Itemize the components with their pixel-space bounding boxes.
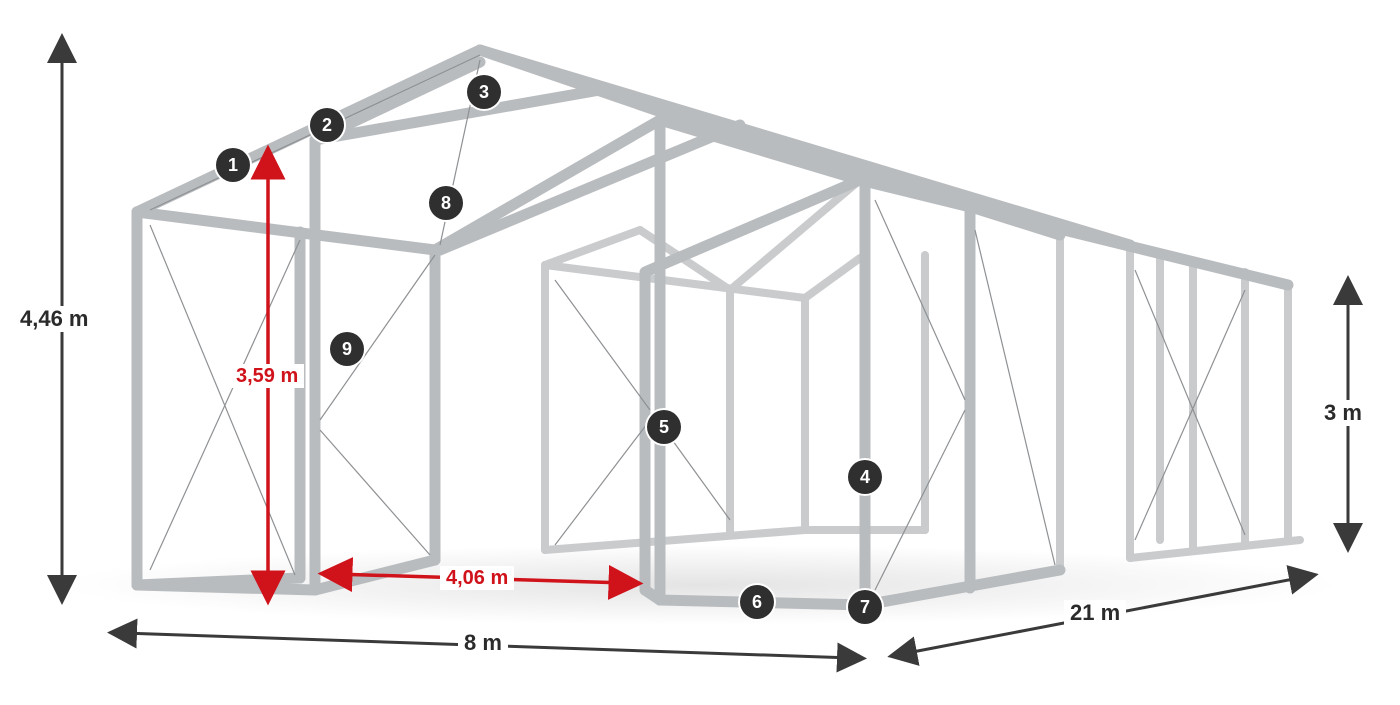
side-height-label: 3 m xyxy=(1318,400,1368,427)
callout-2: 2 xyxy=(310,108,344,142)
total-height-label: 4,46 m xyxy=(14,306,95,333)
bay-spacing-label: 4,06 m xyxy=(440,566,515,590)
callout-8: 8 xyxy=(429,186,463,220)
callout-1: 1 xyxy=(216,148,250,182)
callout-7: 7 xyxy=(848,590,882,624)
highlight-arrows xyxy=(250,144,644,606)
length-label: 21 m xyxy=(1064,600,1127,627)
callout-3: 3 xyxy=(467,75,501,109)
callout-6: 6 xyxy=(740,585,774,619)
ridge-height-label: 3,59 m xyxy=(230,364,305,388)
callout-5: 5 xyxy=(647,410,681,444)
width-label: 8 m xyxy=(458,630,508,657)
callout-9: 9 xyxy=(330,332,364,366)
main-frame xyxy=(131,44,1294,611)
callout-4: 4 xyxy=(848,460,882,494)
